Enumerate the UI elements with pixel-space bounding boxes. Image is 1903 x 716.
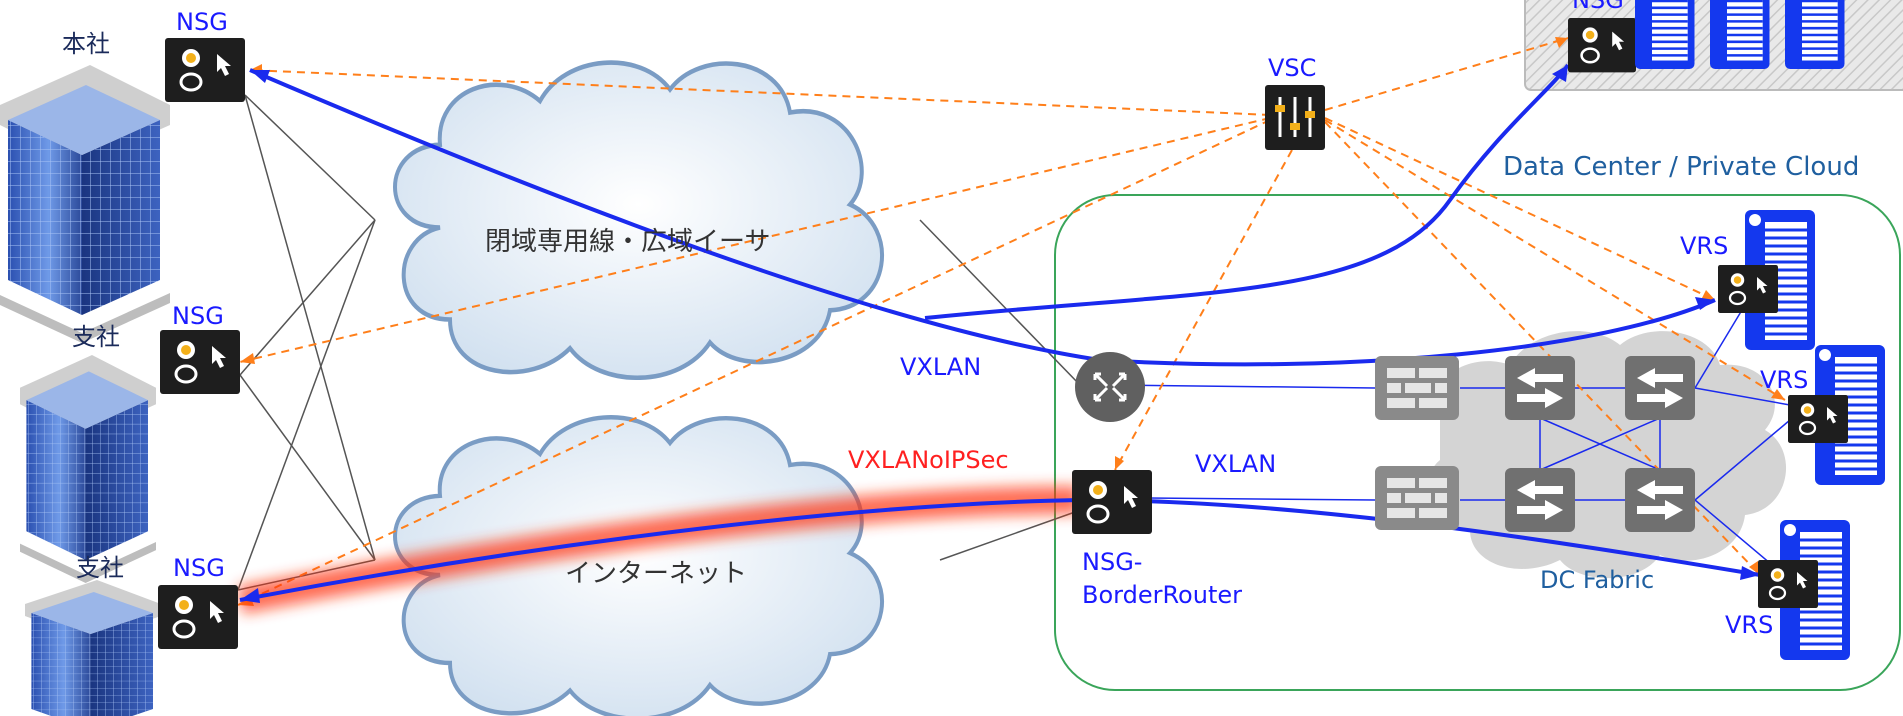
vrs3-label: VRS <box>1725 611 1773 639</box>
router-icon[interactable] <box>1075 352 1145 422</box>
vsc-label: VSC <box>1268 54 1316 82</box>
firewall-2-icon <box>1375 466 1459 530</box>
physical-links <box>237 94 1081 591</box>
remote-server-3-icon <box>1783 0 1846 71</box>
datacenter-title: Data Center / Private Cloud <box>1503 152 1859 182</box>
vrs2-icon[interactable] <box>1786 393 1850 445</box>
vxlan-top-label: VXLAN <box>900 353 981 381</box>
vsc-icon[interactable] <box>1265 85 1325 150</box>
overlay-arrowheads <box>240 65 1760 603</box>
vrs2-label: VRS <box>1760 366 1808 394</box>
vrs3-icon[interactable] <box>1756 558 1820 610</box>
dc-fabric-label: DC Fabric <box>1540 566 1654 594</box>
nsg-hq-label: NSG <box>176 8 228 36</box>
nsg-border-router-icon[interactable] <box>1070 468 1154 536</box>
border-router-label-1: NSG- <box>1082 548 1142 576</box>
switch-4-icon <box>1625 468 1695 532</box>
branch1-building-icon <box>20 355 156 583</box>
border-router-label-2: BorderRouter <box>1082 581 1242 609</box>
nsg-branch1-icon[interactable] <box>158 328 242 396</box>
vxlan-ipsec-label: VXLANoIPSec <box>848 446 1009 474</box>
remote-server-2-icon <box>1708 0 1771 71</box>
overlay-tunnels <box>239 63 1761 602</box>
headquarters-building-icon <box>0 65 170 343</box>
branch1-label: 支社 <box>72 323 120 351</box>
remote-server-1-icon <box>1633 0 1696 71</box>
private-wan-label: 閉域専用線・広域イーサ <box>485 227 770 257</box>
nsg-branch2-icon[interactable] <box>156 583 240 651</box>
switch-2-icon <box>1625 356 1695 420</box>
nsg-hq-icon[interactable] <box>163 36 247 104</box>
nsg-branch2-label: NSG <box>173 554 225 582</box>
headquarters-label: 本社 <box>62 30 110 58</box>
private-wan-cloud <box>395 63 882 378</box>
firewall-1-icon <box>1375 356 1459 420</box>
nsg-remote-label: NSG <box>1572 0 1624 14</box>
datacenter-border <box>1054 194 1901 691</box>
vrs1-icon[interactable] <box>1716 263 1780 315</box>
vrs1-label: VRS <box>1680 232 1728 260</box>
branch2-label: 支社 <box>76 554 124 582</box>
fabric-links <box>1109 304 1791 581</box>
control-plane-links <box>237 37 1786 606</box>
switch-3-icon <box>1505 468 1575 532</box>
internet-label: インターネット <box>565 559 747 589</box>
switch-1-icon <box>1505 356 1575 420</box>
vxlan-dc-label: VXLAN <box>1195 450 1276 478</box>
nsg-branch1-label: NSG <box>172 302 224 330</box>
nsg-remote-icon[interactable] <box>1566 16 1638 74</box>
branch2-building-icon <box>25 580 161 716</box>
